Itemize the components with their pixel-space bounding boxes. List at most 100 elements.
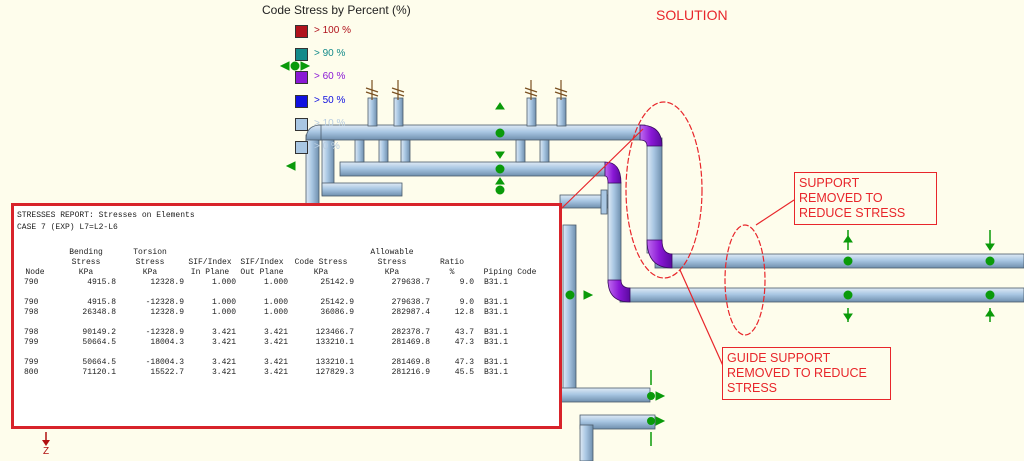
stress-report-panel[interactable]: STRESSES REPORT: Stresses on Elements CA…	[11, 203, 562, 429]
table-cell: 3.421	[211, 338, 236, 347]
table-cell: 3.421	[263, 358, 288, 367]
pipe-lower-branch	[559, 387, 651, 403]
table-cell: 799	[24, 358, 39, 367]
pipe-loop-vertical	[607, 182, 622, 284]
table-cell: -12328.9	[145, 298, 184, 307]
table-cell: B31.1	[484, 368, 509, 377]
table-cell: 25142.9	[320, 298, 354, 307]
support-node-icon	[495, 128, 505, 138]
table-cell: 798	[24, 308, 39, 317]
pipe-drop-right[interactable]	[562, 224, 577, 396]
table-cell: -18004.3	[145, 358, 184, 367]
pipe-stub-5	[378, 139, 389, 163]
table-cell: 790	[24, 278, 39, 287]
table-cell: 1.000	[263, 308, 288, 317]
pipe-header-upper[interactable]	[317, 124, 646, 141]
callout-line: REMOVED TO REDUCE	[727, 366, 867, 380]
pipe-run-east-upper[interactable]	[654, 253, 1024, 269]
table-spacer	[14, 348, 546, 358]
report-case: CASE 7 (EXP) L7=L2-L6	[17, 223, 118, 232]
elbow-node-790[interactable]	[639, 124, 663, 147]
pipe-stub-9	[354, 139, 365, 163]
report-title: STRESSES REPORT: Stresses on Elements	[17, 211, 195, 220]
support-node-icon	[843, 290, 853, 300]
callout-line: REMOVED TO	[799, 191, 883, 205]
table-cell: 15522.7	[150, 368, 184, 377]
pipe-stub-1	[367, 97, 378, 127]
guide-arrows-icon	[285, 161, 296, 171]
pipe-header-middle[interactable]	[339, 161, 606, 177]
elbow-node-799[interactable]	[604, 161, 622, 184]
table-cell: 4915.8	[87, 298, 116, 307]
elbow-node-800[interactable]	[607, 279, 631, 303]
table-cell: 18004.3	[150, 338, 184, 347]
pipe-lower-drop	[579, 424, 594, 461]
pipe-stub-7	[515, 139, 526, 163]
table-cell: 281216.9	[391, 368, 430, 377]
table-cell: B31.1	[484, 308, 509, 317]
table-cell: 123466.7	[315, 328, 354, 337]
pipe-stub-8	[539, 139, 550, 163]
table-cell: 90149.2	[82, 328, 116, 337]
table-cell: 798	[24, 328, 39, 337]
support-node-icon	[647, 392, 655, 400]
table-cell: 3.421	[211, 368, 236, 377]
table-cell: 71120.1	[82, 368, 116, 377]
table-cell: 3.421	[263, 338, 288, 347]
hanger-icon	[391, 80, 405, 100]
table-cell: 26348.8	[82, 308, 116, 317]
leader-line-support	[755, 199, 795, 226]
table-cell: B31.1	[484, 338, 509, 347]
table-cell: B31.1	[484, 298, 509, 307]
hanger-icon	[365, 80, 379, 100]
table-cell: 3.421	[263, 328, 288, 337]
table-cell: 47.3	[454, 338, 474, 347]
support-node-icon	[985, 290, 995, 300]
table-cell: 47.3	[454, 358, 474, 367]
pipe-expansion-leg[interactable]	[646, 137, 663, 254]
spring-hangers	[365, 80, 568, 100]
table-cell: 282378.7	[391, 328, 430, 337]
col-header-node: Node	[25, 268, 45, 277]
table-cell: 50664.5	[82, 338, 116, 347]
table-cell: 279638.7	[391, 278, 430, 287]
table-cell: 12328.9	[150, 308, 184, 317]
legend-swatch	[295, 71, 308, 84]
pipe-stub-4	[556, 97, 567, 127]
guide-arrows-icon	[583, 290, 594, 300]
pipe-network[interactable]	[305, 97, 1024, 461]
table-cell: 790	[24, 298, 39, 307]
pipe-run-east-lower[interactable]	[619, 287, 1024, 303]
table-spacer	[14, 318, 546, 328]
pipe-lower-branch-2	[579, 414, 656, 430]
leader-line-guide	[679, 269, 725, 369]
table-cell: 1.000	[263, 298, 288, 307]
elbow-node-798[interactable]	[646, 239, 673, 269]
support-node-icon	[985, 256, 995, 266]
table-cell: 3.421	[211, 328, 236, 337]
callout-line: STRESS	[727, 381, 778, 395]
table-spacer	[14, 288, 546, 298]
table-cell: B31.1	[484, 358, 509, 367]
pipe-stub-6	[400, 139, 411, 163]
support-node-icon	[647, 417, 655, 425]
table-cell: 800	[24, 368, 39, 377]
z-axis-label: Z	[43, 446, 50, 457]
support-node-icon	[565, 290, 575, 300]
table-cell: 1.000	[211, 298, 236, 307]
table-cell: 43.7	[454, 328, 474, 337]
hanger-icon	[524, 80, 538, 100]
guide-arrows-icon	[279, 61, 311, 71]
table-cell: 9.0	[459, 278, 474, 287]
table-cell: 281469.8	[391, 358, 430, 367]
high-stress-elbows[interactable]	[604, 124, 673, 303]
